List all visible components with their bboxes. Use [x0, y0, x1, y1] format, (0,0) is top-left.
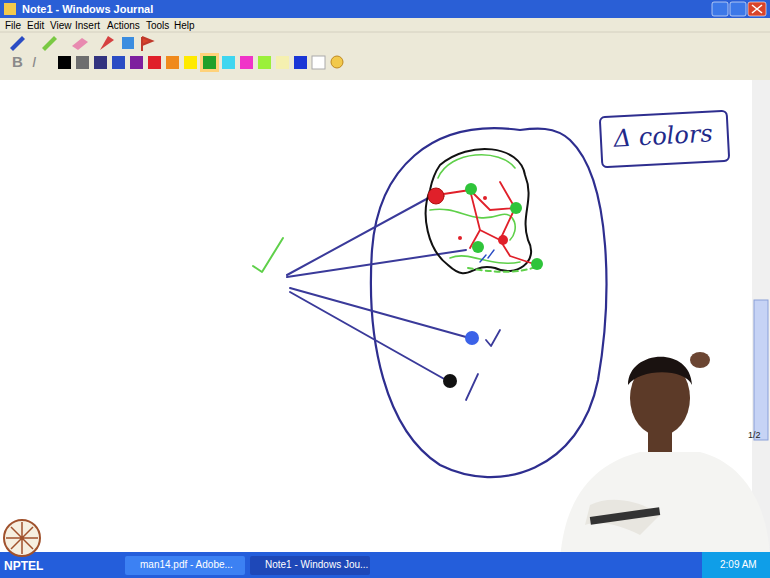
- pen-tools: [10, 36, 152, 51]
- task-label: Note1 - Windows Jou...: [265, 559, 368, 571]
- toolbar-area: [0, 18, 770, 80]
- nptel-logo-spokes: [6, 522, 38, 554]
- scrollbar: [752, 80, 770, 552]
- menu-item: Actions: [107, 20, 140, 32]
- menu-item: Insert: [75, 20, 100, 32]
- menu-item: File: [5, 20, 21, 32]
- italic-button: I: [32, 53, 36, 70]
- maximize-button: [730, 2, 746, 16]
- menu-item: View: [50, 20, 72, 32]
- task-button: [250, 556, 370, 575]
- title-bar: [0, 0, 770, 18]
- page-indicator: 1/2: [748, 430, 761, 440]
- nptel-logo: [4, 520, 40, 556]
- logo-text: NPTEL: [4, 560, 43, 574]
- task-button: [125, 556, 245, 575]
- handwritten-note: Δ colors: [613, 120, 715, 152]
- menu-item: Tools: [146, 20, 169, 32]
- close-cross: [752, 5, 762, 13]
- handwritten-set-diagram: [253, 128, 606, 477]
- clock: 2:09 AM: [720, 559, 757, 571]
- window-title: Note1 - Windows Journal: [22, 3, 153, 16]
- separator: [0, 32, 770, 33]
- menu-item: Help: [174, 20, 195, 32]
- close-button: [748, 2, 766, 16]
- system-tray: [702, 552, 770, 578]
- color-palette: [58, 53, 343, 72]
- scroll-thumb: [754, 300, 768, 440]
- boxed-note: Δ colors: [599, 110, 731, 169]
- taskbar: [0, 552, 770, 578]
- menu-item: Edit: [27, 20, 44, 32]
- bold-button: B: [12, 53, 23, 70]
- task-label: man14.pdf - Adobe...: [140, 559, 233, 571]
- app-icon: [4, 3, 16, 15]
- minimize-button: [712, 2, 728, 16]
- presenter: [560, 352, 770, 560]
